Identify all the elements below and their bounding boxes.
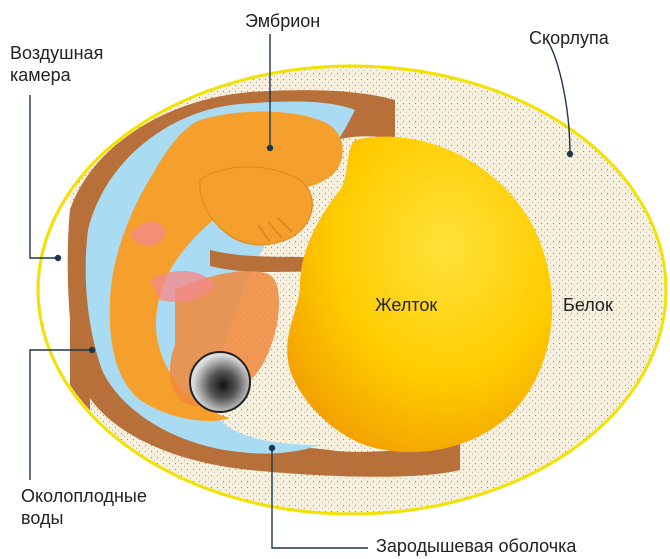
germinal-membrane-label: Зародышевая оболочка bbox=[376, 535, 576, 557]
yolk-label: Желток bbox=[375, 294, 437, 316]
amniotic-fluid-label: Околоплодные воды bbox=[21, 485, 171, 529]
embryo-eye bbox=[190, 352, 250, 412]
air-chamber-label: Воздушная камера bbox=[10, 42, 120, 86]
white-label: Белок bbox=[563, 294, 613, 316]
embryo-label: Эмбрион bbox=[245, 10, 320, 32]
shell-label: Скорлупа bbox=[529, 27, 609, 49]
